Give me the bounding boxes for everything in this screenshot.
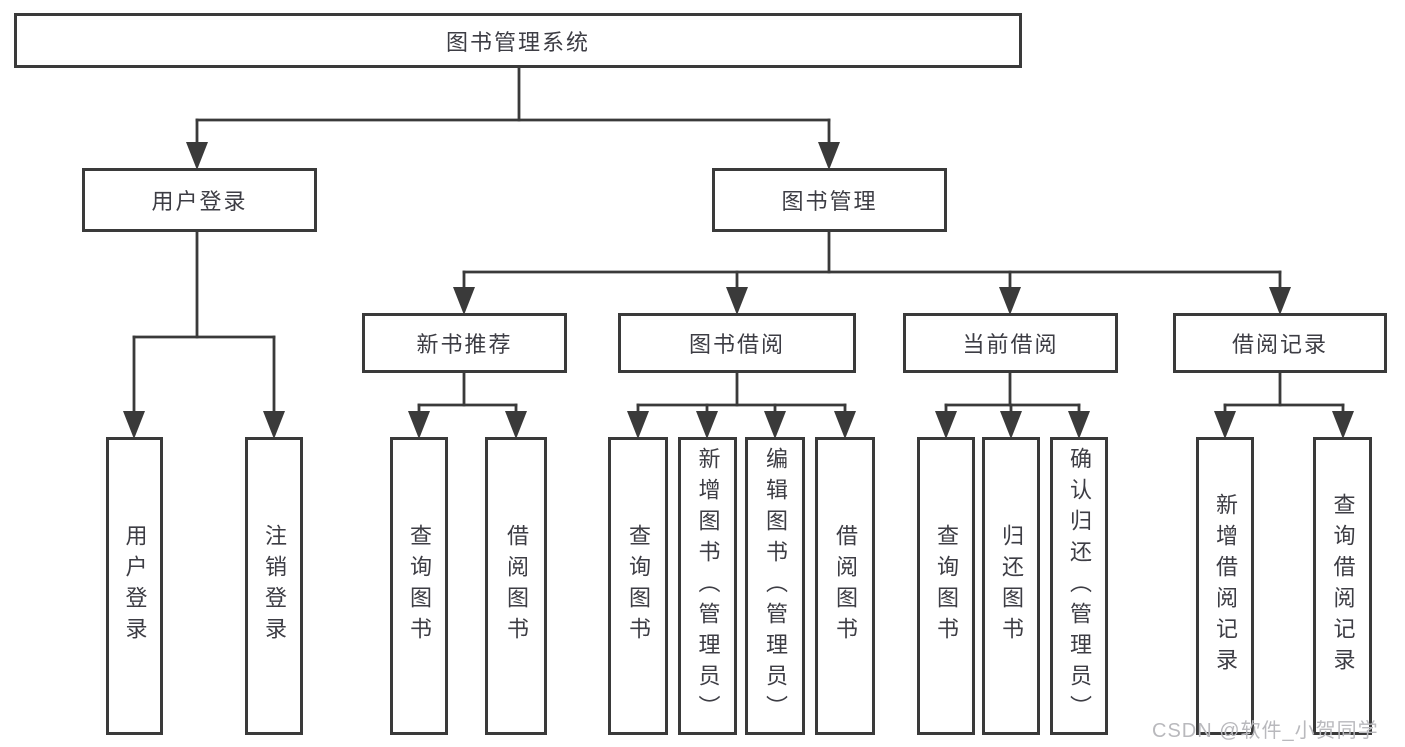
node-label: 图书借阅: [688, 332, 785, 357]
node-label: 借阅图书: [833, 524, 858, 648]
node-borrow-record: 借阅记录: [1173, 313, 1387, 373]
csdn-watermark: CSDN @软件_小贺同学: [1152, 720, 1379, 742]
node-new-book-recommend: 新书推荐: [362, 313, 567, 373]
node-leaf-borrow-book-recommend: 借阅图书: [485, 437, 547, 735]
node-label: 查询图书: [626, 524, 651, 648]
node-label: 查询借阅记录: [1330, 493, 1356, 679]
node-leaf-add-borrow-record: 新增借阅记录: [1196, 437, 1254, 735]
node-label: 新增图书（管理员）: [695, 446, 721, 726]
node-leaf-query-book-current: 查询图书: [917, 437, 975, 735]
node-user-login-branch: 用户登录: [82, 168, 317, 232]
node-leaf-borrow-book-borrow: 借阅图书: [815, 437, 875, 735]
node-label: 图书管理系统: [445, 29, 590, 55]
node-label: 确认归还（管理员）: [1067, 446, 1092, 726]
node-leaf-query-book-borrow: 查询图书: [608, 437, 668, 735]
node-label: 查询图书: [934, 524, 959, 648]
node-leaf-query-book-recommend: 查询图书: [390, 437, 448, 735]
node-leaf-return-book: 归还图书: [982, 437, 1040, 735]
node-leaf-edit-book-admin: 编辑图书（管理员）: [745, 437, 805, 735]
node-label: 借阅图书: [504, 524, 529, 648]
node-label: 查询图书: [407, 524, 432, 648]
node-leaf-confirm-return-admin: 确认归还（管理员）: [1050, 437, 1108, 735]
node-label: 借阅记录: [1231, 332, 1328, 357]
node-leaf-add-book-admin: 新增图书（管理员）: [678, 437, 737, 735]
node-label: 编辑图书（管理员）: [763, 446, 788, 726]
node-label: 归还图书: [999, 524, 1024, 648]
node-label: 注销登录: [262, 524, 287, 648]
node-book-borrow: 图书借阅: [618, 313, 856, 373]
node-leaf-user-login: 用户登录: [106, 437, 163, 735]
node-label: 图书管理: [781, 189, 878, 214]
node-leaf-query-borrow-record: 查询借阅记录: [1313, 437, 1372, 735]
node-label: 新增借阅记录: [1213, 493, 1238, 679]
node-leaf-logout: 注销登录: [245, 437, 303, 735]
node-library-management-system: 图书管理系统: [14, 13, 1022, 68]
node-label: 用户登录: [122, 524, 148, 648]
node-current-borrow: 当前借阅: [903, 313, 1118, 373]
node-label: 用户登录: [151, 189, 248, 214]
node-book-management-branch: 图书管理: [712, 168, 947, 232]
node-label: 当前借阅: [962, 332, 1059, 357]
node-label: 新书推荐: [416, 332, 513, 357]
